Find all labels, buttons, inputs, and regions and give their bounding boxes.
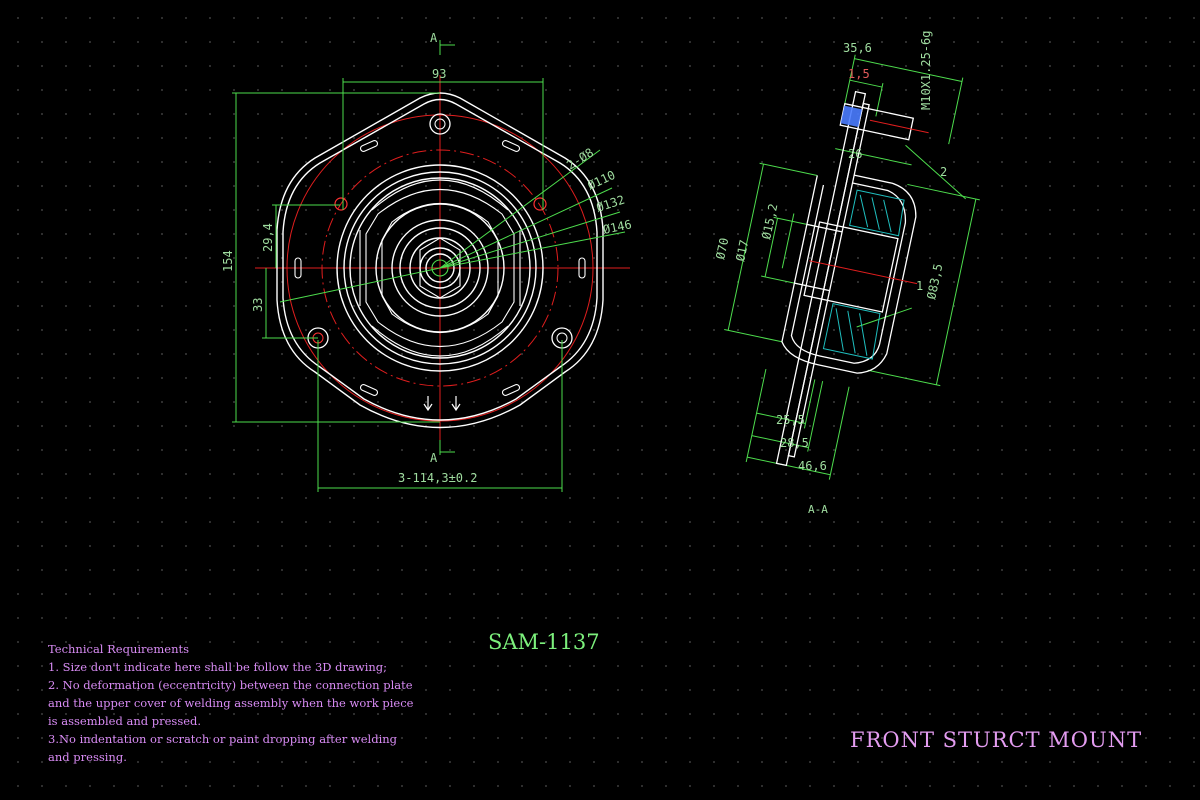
tech-line-4: is assembled and pressed. (48, 714, 202, 728)
section-body (775, 90, 917, 467)
dim-dia-110: Ø110 (585, 168, 617, 193)
dim-154: 154 (221, 250, 235, 272)
front-dimension-lines (232, 40, 626, 492)
section-view-name: A-A (808, 503, 828, 516)
tech-line-3: and the upper cover of welding assembly … (48, 696, 414, 710)
stud-centerline (869, 119, 929, 134)
side-view (724, 54, 980, 480)
dim-28-5: 28,5 (780, 436, 809, 450)
dim-26: 26 (848, 147, 862, 161)
dim-17: Ø17 (733, 238, 751, 262)
center-nut (419, 237, 461, 299)
part-code: SAM-1137 (488, 630, 600, 654)
dim-93: 93 (432, 67, 446, 81)
dim-29-4: 29,4 (261, 223, 275, 252)
dim-holes: 2-Ø8 (564, 145, 596, 172)
dim-dia-132: Ø132 (595, 193, 627, 215)
callout-1: 1 (916, 279, 923, 293)
dim-46-6: 46,6 (798, 459, 827, 473)
dim-thread: M10X1.25-6g (919, 31, 933, 110)
dim-dia-146: Ø146 (602, 217, 633, 237)
dim-1-5: 1,5 (848, 67, 870, 81)
flange-slots (294, 140, 586, 396)
dim-25-5: 25,5 (776, 413, 805, 427)
drawing-title: FRONT STURCT MOUNT (850, 728, 1143, 752)
dim-33: 33 (251, 298, 265, 312)
dim-35-6: 35,6 (843, 41, 872, 55)
tech-line-5: 3.No indentation or scratch or paint dro… (48, 732, 398, 746)
tech-line-2: 2. No deformation (eccentricity) between… (48, 678, 413, 692)
tech-heading: Technical Requirements (48, 642, 189, 656)
side-dimension-lines (724, 54, 980, 480)
callout-2: 2 (940, 165, 947, 179)
stud-block (840, 105, 863, 127)
technical-requirements: Technical Requirements 1. Size don't ind… (48, 640, 448, 766)
dim-83-5: Ø83,5 (924, 262, 945, 300)
section-label-top: A (430, 31, 438, 45)
tech-line-6: and pressing. (48, 750, 127, 764)
front-view: A A 93 154 29,4 33 2-Ø8 Ø110 Ø132 Ø146 3… (221, 31, 633, 492)
tech-line-1: 1. Size don't indicate here shall be fol… (48, 660, 388, 674)
dim-70: Ø70 (713, 236, 731, 260)
arrows (423, 396, 461, 412)
hatch-areas (822, 189, 905, 360)
dim-bolt-circle: 3-114,3±0.2 (398, 471, 477, 485)
section-label-bottom: A (430, 451, 438, 465)
side-centerline (809, 260, 918, 285)
